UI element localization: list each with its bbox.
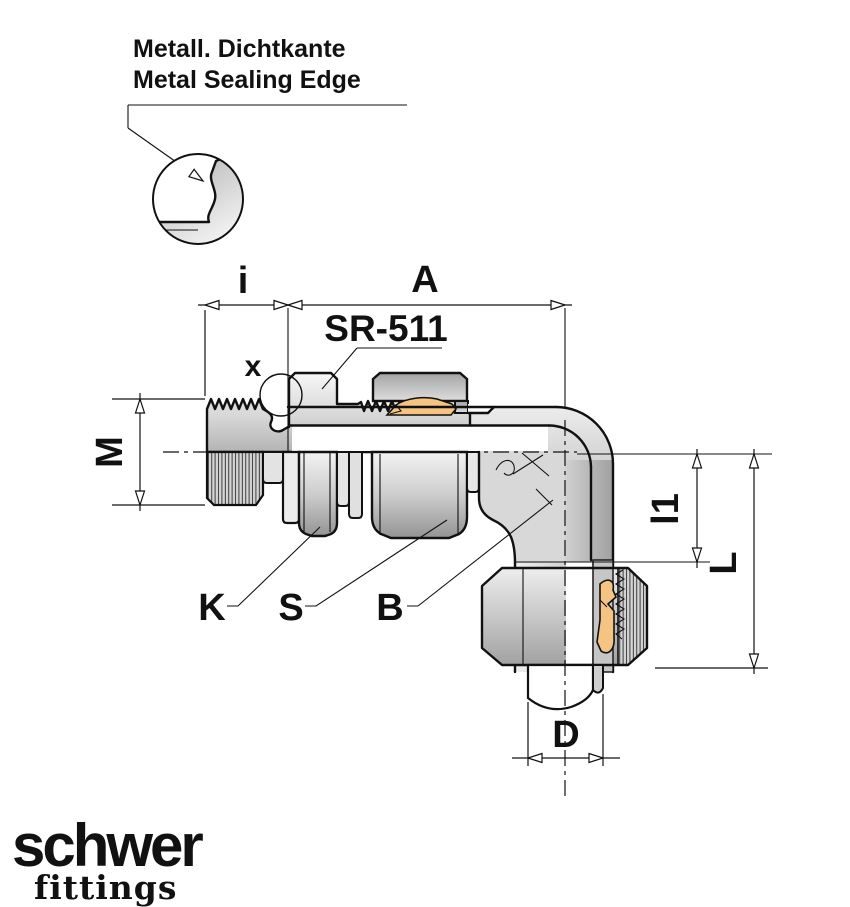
bottom-bore-cut [566,562,592,676]
bottom-nut-outline [480,566,649,667]
dim-label-i: i [238,260,249,302]
body-step-3 [466,451,480,493]
logo-word: schwer [12,812,203,879]
elbow-block-profile [477,450,517,565]
bore-cavity [292,426,548,451]
leader-k [227,526,321,607]
dimensions: i A SR-511 x M l1 L D K S B [89,259,768,766]
brand-logo: schwer fittings [12,812,206,907]
dim-label-a: A [411,259,438,301]
logo-subtitle: fittings [34,868,177,907]
tube-d-break-end [526,663,595,711]
thread-neck [262,451,284,484]
leader-s [305,519,448,607]
elbow-block-fill [479,452,565,563]
part-series-leader [321,347,442,390]
dim-label-x: x [245,350,262,383]
ferrule-lower [596,579,617,654]
callout-arrowhead [187,168,205,183]
callout-title-en: Metal Sealing Edge [133,66,361,94]
bottom-nut-assembly [480,559,710,711]
washer [281,450,301,525]
dim-label-l: L [703,551,745,574]
union-nut-upper [371,371,469,403]
body-hex [370,450,469,540]
sealing-edge-profile [153,154,238,224]
x-detail-circle [259,373,303,417]
body-step-2 [348,451,363,519]
dim-label-d: D [552,714,579,756]
detail-circle [152,153,244,245]
part-series-label: SR-511 [324,308,447,349]
dim-label-k: K [198,587,226,629]
sealing-edge-callout: Metall. Dichtkante Metal Sealing Edge [127,35,407,245]
dim-label-s: S [278,587,303,629]
callout-title-de: Metall. Dichtkante [133,35,346,63]
centerlines [163,308,772,797]
locknut [297,450,339,538]
dim-label-b: B [376,587,403,629]
thread-engagement-zigzag [614,569,626,640]
leader-b [407,499,554,607]
break-squiggle [495,459,515,476]
male-thread-section [205,450,265,507]
tube-d-wall [592,664,604,694]
dim-label-m: M [89,436,131,468]
dim-label-l1: l1 [645,493,687,525]
body-step-1 [336,451,350,507]
